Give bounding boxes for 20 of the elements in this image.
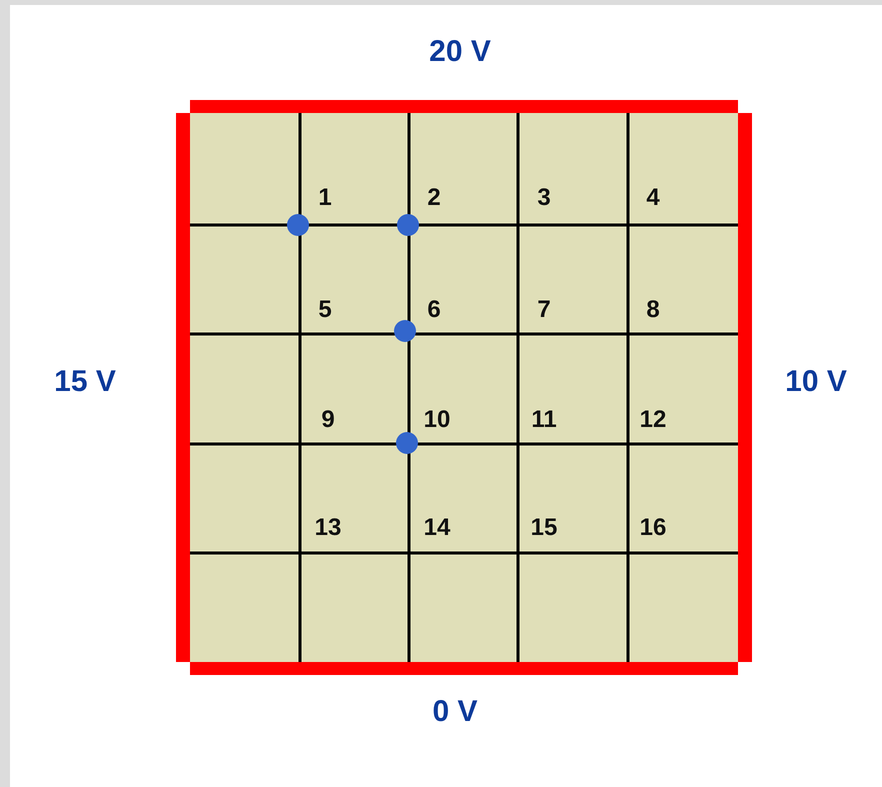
node-number: 2 — [427, 186, 441, 210]
node-number: 5 — [318, 298, 332, 322]
node-number: 15 — [530, 516, 558, 540]
voltage-label: 0 V — [432, 697, 478, 727]
node-number: 8 — [646, 298, 660, 322]
node-number: 16 — [640, 516, 666, 540]
node-number: 6 — [427, 298, 441, 322]
node-number: 7 — [537, 298, 551, 322]
node-number: 9 — [321, 408, 335, 432]
node-number: 14 — [424, 516, 450, 540]
node-number: 11 — [531, 408, 557, 432]
node-number: 12 — [640, 408, 666, 432]
node-number: 10 — [424, 408, 450, 432]
node-number: 1 — [318, 186, 332, 210]
node-number: 4 — [646, 186, 660, 210]
voltage-label: 15 V — [54, 367, 116, 397]
voltage-label: 20 V — [429, 37, 491, 67]
voltage-label: 10 V — [785, 367, 847, 397]
node-number: 3 — [537, 186, 551, 210]
node-number: 13 — [314, 516, 342, 540]
